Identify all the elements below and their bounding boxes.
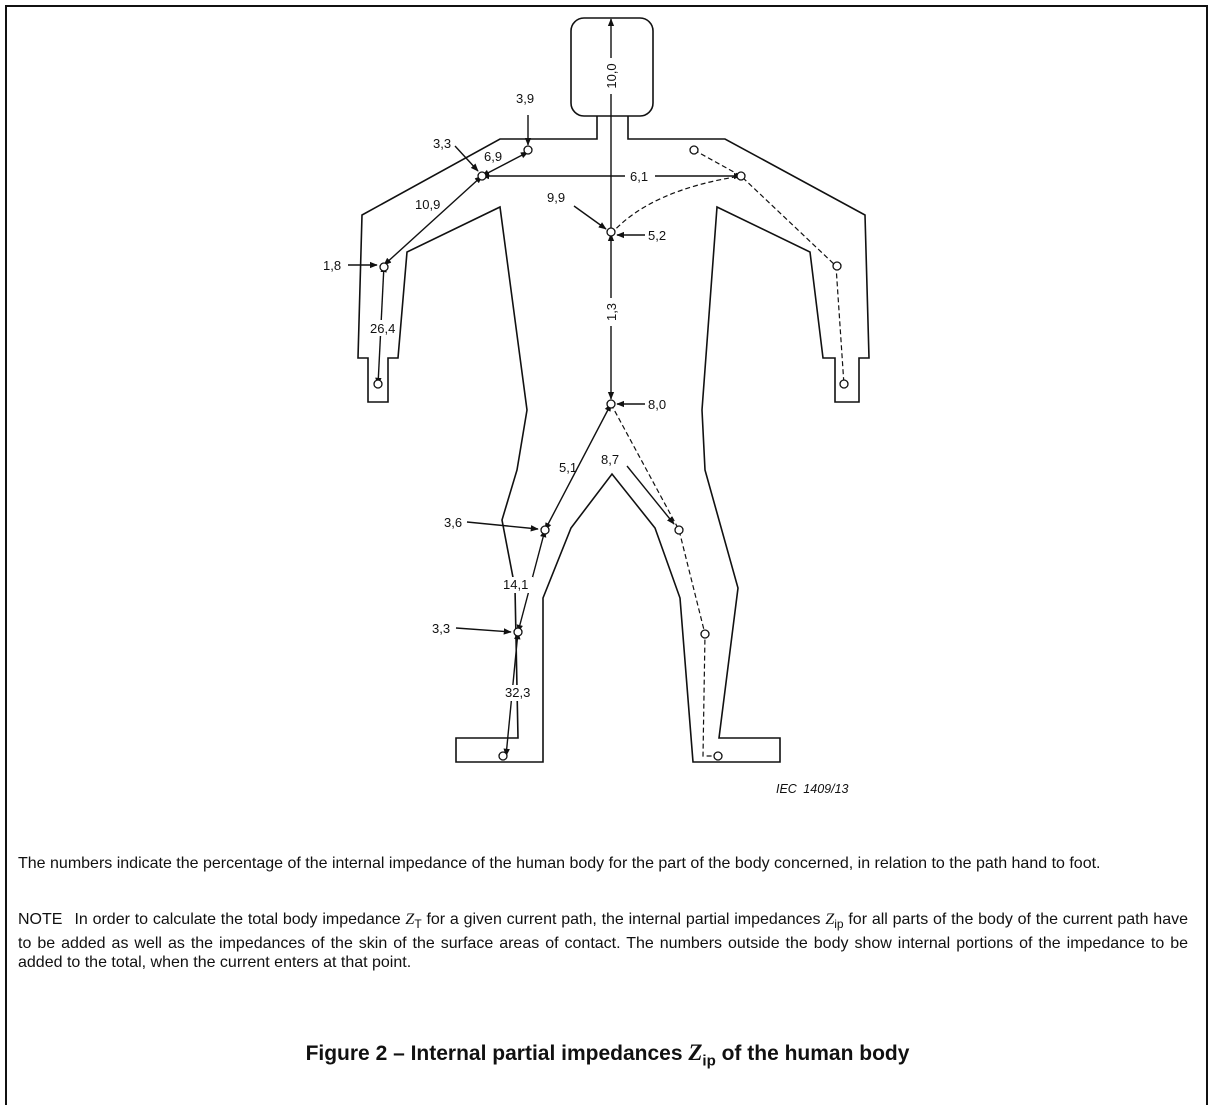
note-text-2: for a given current path, the internal p…	[422, 911, 826, 928]
node-right-elbow	[833, 262, 841, 270]
chest-from-shoulder-pointer	[574, 206, 606, 229]
label-chest-entry: 5,2	[648, 228, 666, 243]
label-forearm: 26,4	[370, 321, 395, 336]
label-thigh-left: 5,1	[559, 460, 577, 475]
label-pelvis-entry: 8,0	[648, 397, 666, 412]
thigh-right-pointer	[627, 466, 674, 524]
note-label: NOTE	[18, 911, 62, 928]
label-trunk: 1,3	[604, 303, 619, 321]
node-right-knee	[675, 526, 683, 534]
node-right-shoulder-top	[690, 146, 698, 154]
thigh-left-arrow	[545, 404, 611, 530]
label-lower-leg: 14,1	[503, 577, 528, 592]
note-paragraph: NOTE In order to calculate the total body…	[18, 910, 1188, 972]
node-left-shoulder-top	[524, 146, 532, 154]
node-left-elbow	[380, 263, 388, 271]
label-thigh-right: 8,7	[601, 452, 619, 467]
iec-credit: IEC 1409/13	[776, 782, 849, 796]
node-left-knee	[541, 526, 549, 534]
figure-title: Figure 2 – Internal partial impedances Z…	[0, 1040, 1215, 1070]
label-shoulder-to-shoulder: 6,1	[630, 169, 648, 184]
explanation-paragraph: The numbers indicate the percentage of t…	[18, 854, 1188, 873]
node-left-ankle	[514, 628, 522, 636]
label-elbow-entry: 1,8	[323, 258, 341, 273]
right-leg-dashed	[611, 404, 718, 756]
node-right-shoulder	[737, 172, 745, 180]
impedance-labels: 10,0 1,3 6,1 26,4 32,3 14,1 3,9 3,3 6,9 …	[323, 58, 666, 701]
node-right-hand	[840, 380, 848, 388]
body-silhouette	[358, 116, 869, 762]
node-left-foot	[499, 752, 507, 760]
node-chest	[607, 228, 615, 236]
symbol-zip: Zip	[825, 911, 843, 928]
entry-pointers	[348, 115, 674, 632]
label-shoulder-to-chest: 9,9	[547, 190, 565, 205]
upper-arm-arrow	[384, 176, 482, 265]
chest-to-right-shoulder-dashed	[611, 176, 741, 234]
label-upper-arm: 10,9	[415, 197, 440, 212]
node-right-foot	[714, 752, 722, 760]
symbol-zt: ZT	[405, 911, 421, 928]
label-shoulder-outer: 3,3	[433, 136, 451, 151]
note-text-1: In order to calculate the total body imp…	[74, 911, 405, 928]
label-knee-entry: 3,6	[444, 515, 462, 530]
node-right-ankle	[701, 630, 709, 638]
shoulder-outer-pointer	[455, 146, 478, 171]
label-shoulder-top: 3,9	[516, 91, 534, 106]
body-impedance-diagram: 10,0 1,3 6,1 26,4 32,3 14,1 3,9 3,3 6,9 …	[0, 0, 1215, 840]
node-left-hand	[374, 380, 382, 388]
current-paths	[378, 19, 844, 756]
node-left-shoulder	[478, 172, 486, 180]
label-head: 10,0	[604, 63, 619, 88]
body-outline	[358, 18, 869, 762]
title-symbol: Zip	[688, 1040, 715, 1065]
node-pelvis	[607, 400, 615, 408]
ankle-entry-pointer	[456, 628, 511, 632]
label-foot: 32,3	[505, 685, 530, 700]
label-shoulder-inner: 6,9	[484, 149, 502, 164]
label-ankle-entry: 3,3	[432, 621, 450, 636]
